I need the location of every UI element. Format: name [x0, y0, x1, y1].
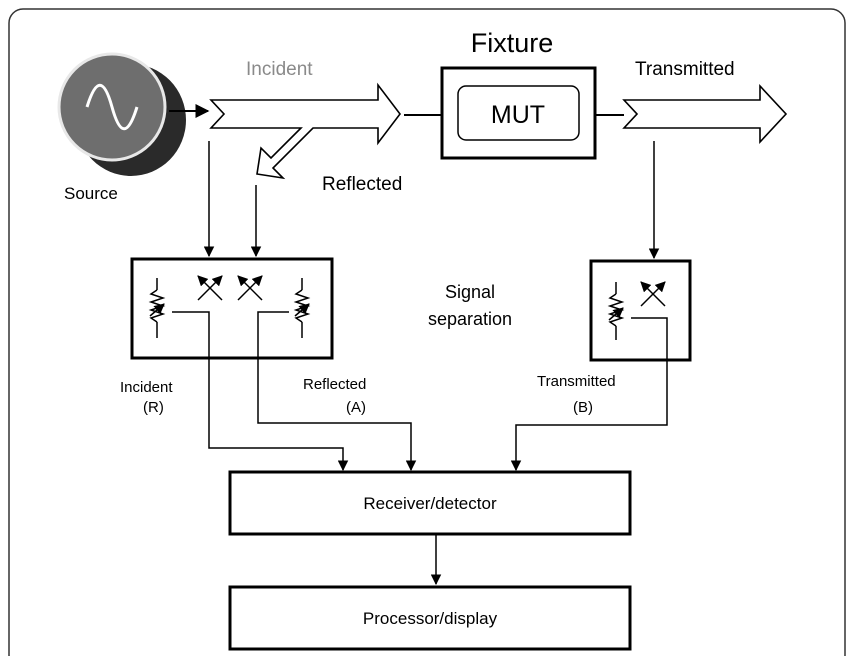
outer-frame: [8, 8, 846, 656]
reflected-a-wire: [257, 311, 417, 472]
signal-separation-label-1: Signal: [445, 282, 495, 302]
processor-box: [228, 585, 632, 651]
mut-box: [457, 85, 580, 141]
mut-label: MUT: [491, 101, 545, 129]
sine-wave-icon: [85, 84, 139, 130]
source-symbol: [57, 52, 186, 176]
right-coupler-icon: [237, 275, 263, 301]
right-coupler-box: [589, 259, 692, 362]
incident-r-label-2: (R): [143, 399, 164, 416]
signal-separation-label-2: separation: [428, 309, 512, 329]
right-resistor-icon: [293, 278, 311, 338]
transmit-coupler-icon: [640, 281, 666, 307]
reflected-top-label: Reflected: [322, 174, 402, 195]
reflected-a-label-1: Reflected: [303, 376, 366, 393]
transmit-resistor-icon: [607, 282, 625, 340]
left-coupler-icon: [197, 275, 223, 301]
incident-top-label: Incident: [246, 59, 313, 80]
receiver-label: Receiver/detector: [363, 494, 497, 513]
source-label: Source: [64, 184, 118, 203]
incident-arrow: [209, 82, 402, 180]
transmitted-top-label: Transmitted: [635, 59, 735, 80]
transmitted-b-label-1: Transmitted: [537, 373, 616, 390]
transmitted-b-label-2: (B): [573, 399, 593, 416]
left-resistor-icon: [148, 278, 166, 338]
reflected-a-label-2: (A): [346, 399, 366, 416]
fixture-title: Fixture: [471, 28, 554, 58]
processor-label: Processor/display: [363, 609, 498, 628]
receiver-box: [228, 470, 632, 536]
incident-r-label-1: Incident: [120, 379, 173, 396]
incident-r-wire: [172, 311, 349, 472]
transmitted-arrow: [622, 83, 788, 145]
transmitted-b-wire: [510, 317, 668, 472]
